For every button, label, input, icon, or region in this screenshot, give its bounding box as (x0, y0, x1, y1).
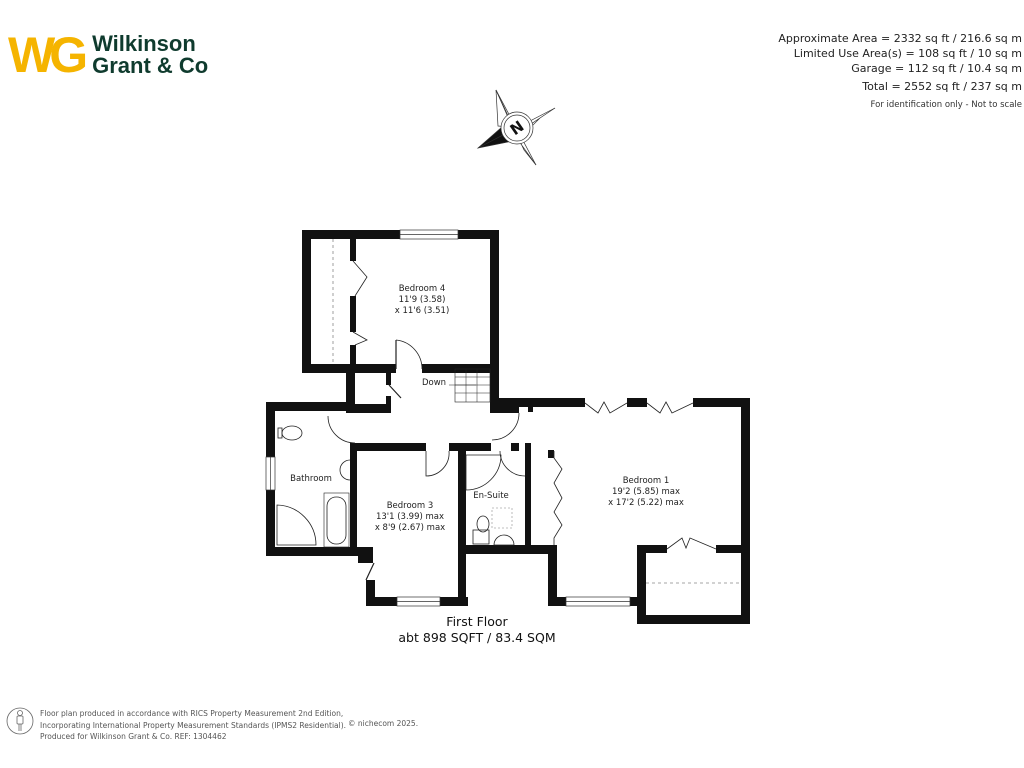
walls (266, 230, 750, 624)
room-name: Bedroom 1 (622, 476, 670, 486)
logo-name-line1: Wilkinson (92, 31, 196, 56)
footer-notes: Floor plan produced in accordance with R… (40, 708, 346, 743)
room-dimension: x 11'6 (3.51) (394, 306, 450, 316)
company-logo: WG Wilkinson Grant & Co (8, 30, 208, 80)
doors-and-fixtures (276, 239, 741, 584)
footer-line-2: Incorporating International Property Mea… (40, 720, 347, 730)
room-dimension: 19'2 (5.85) max (611, 487, 681, 497)
limited-use-area: Limited Use Area(s) = 108 sq ft / 10 sq … (793, 47, 1022, 60)
room-bedroom-1: Bedroom 1 19'2 (5.85) max x 17'2 (5.22) … (608, 476, 684, 509)
room-dimension: x 17'2 (5.22) max (608, 498, 684, 508)
footer-line-1: Floor plan produced in accordance with R… (40, 709, 344, 718)
scale-disclaimer: For identification only - Not to scale (870, 100, 1022, 110)
total-area: Total = 2552 sq ft / 237 sq m (862, 80, 1022, 93)
room-name: Bedroom 3 (386, 501, 434, 511)
footer-line-3: Produced for Wilkinson Grant & Co. REF: … (40, 732, 227, 741)
room-en-suite: En-Suite (473, 491, 509, 502)
room-bedroom-4: Bedroom 4 11'9 (3.58) x 11'6 (3.51) (395, 284, 450, 317)
floor-name: First Floor (446, 614, 508, 629)
windows (265, 229, 631, 607)
room-dimension: 13'1 (3.99) max (375, 512, 445, 522)
compass-north-icon: N (476, 89, 556, 166)
room-bedroom-3: Bedroom 3 13'1 (3.99) max x 8'9 (2.67) m… (375, 501, 445, 534)
copyright: © nichecom 2025. (348, 719, 419, 728)
logo-initials: WG (8, 27, 88, 83)
stairs-label: Down (421, 378, 447, 388)
floor-area: abt 898 SQFT / 83.4 SQM (398, 630, 556, 645)
room-dimension: x 8'9 (2.67) max (374, 523, 446, 533)
logo-name-line2: Grant & Co (92, 53, 209, 78)
approximate-area: Approximate Area = 2332 sq ft / 216.6 sq… (778, 32, 1022, 45)
room-bathroom: Bathroom (290, 474, 332, 485)
room-name: Bedroom 4 (398, 284, 446, 294)
garage-area: Garage = 112 sq ft / 10.4 sq m (851, 62, 1022, 75)
room-name: En-Suite (473, 491, 509, 501)
room-name: Bathroom (290, 474, 332, 484)
person-icon (6, 707, 34, 735)
room-dimension: 11'9 (3.58) (398, 295, 446, 305)
area-summary: Approximate Area = 2332 sq ft / 216.6 sq… (778, 31, 1022, 113)
floor-title: First Floor abt 898 SQFT / 83.4 SQM (398, 614, 555, 646)
